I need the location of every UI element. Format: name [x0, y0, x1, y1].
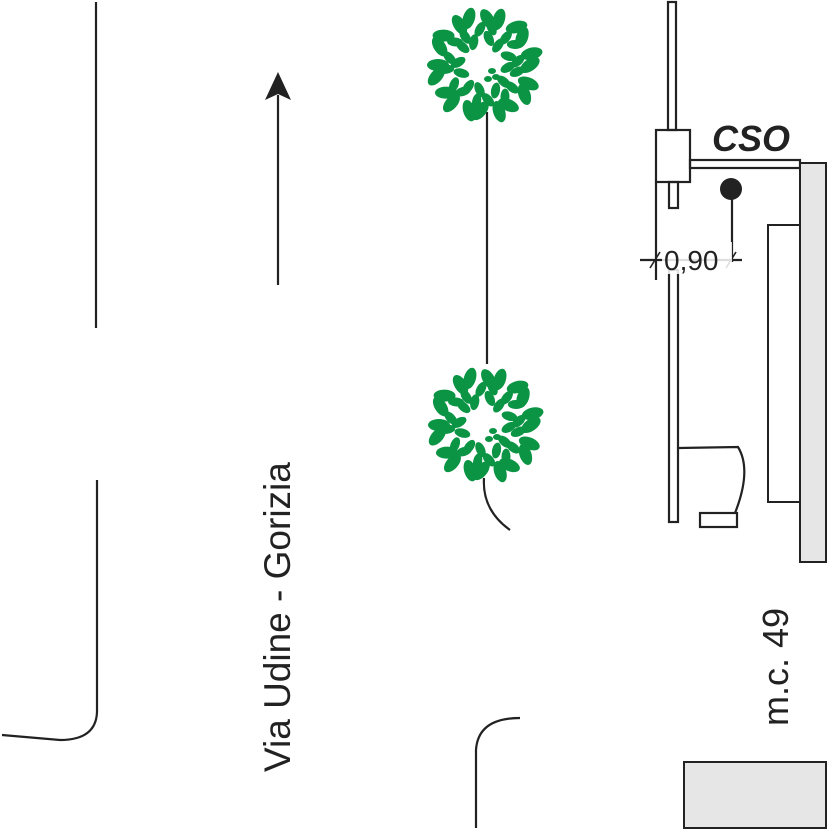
leaf	[442, 93, 460, 113]
leaf	[448, 77, 460, 93]
leaf	[484, 76, 492, 82]
leaf	[471, 93, 482, 110]
leaf	[520, 57, 540, 73]
leaf	[497, 75, 511, 89]
leaf	[485, 436, 493, 442]
leaf	[459, 29, 472, 44]
leaf	[432, 396, 449, 417]
leaf	[470, 394, 480, 411]
leaf	[451, 416, 467, 428]
building-wall-panel	[799, 162, 827, 563]
leaf	[520, 47, 543, 61]
leaf	[501, 411, 518, 422]
leaf	[506, 40, 523, 50]
leaf	[482, 453, 496, 467]
road-edge-lower	[1, 480, 99, 742]
leaf	[481, 93, 495, 107]
tree-base-curve	[482, 477, 511, 531]
leaf	[492, 8, 506, 30]
leaf	[471, 101, 489, 121]
leaf	[475, 442, 486, 458]
leaf	[492, 100, 506, 123]
leaf	[486, 20, 497, 36]
cabinet-box	[654, 128, 692, 184]
pole-stub	[667, 180, 680, 210]
small-box	[698, 511, 739, 529]
leaf	[498, 435, 512, 449]
leaf	[491, 442, 502, 459]
leaf	[463, 439, 476, 454]
dimension-label: 0,90	[664, 245, 719, 276]
leaf	[493, 434, 501, 440]
leaf	[460, 389, 473, 404]
cso-label: CSO	[712, 118, 790, 159]
leaf	[484, 390, 496, 406]
leaf	[509, 66, 525, 77]
leaf	[472, 453, 483, 470]
pole-upper	[666, 0, 678, 132]
tree-icon	[428, 367, 544, 483]
leaf	[500, 88, 510, 105]
leaf	[487, 380, 498, 396]
leaf	[501, 421, 517, 433]
sidewalk-curb	[474, 716, 521, 828]
leaf	[521, 417, 541, 433]
leaf	[474, 21, 486, 37]
leaf	[488, 68, 496, 74]
building-inner-rect	[767, 224, 801, 503]
leaf	[500, 51, 517, 62]
leaf	[439, 424, 456, 434]
leaf	[472, 461, 490, 481]
leaf	[493, 460, 507, 483]
leaf	[443, 453, 461, 473]
leaf	[474, 82, 485, 98]
house-number-label: m.c. 49	[755, 608, 796, 726]
leaf	[462, 7, 476, 30]
leaf	[432, 29, 455, 42]
leaf	[455, 40, 470, 54]
tree-icon	[427, 7, 543, 123]
leaf	[492, 38, 504, 53]
dimension-tick-left	[649, 251, 661, 269]
pole-lower	[667, 268, 680, 524]
leaf	[469, 34, 479, 51]
leaf	[431, 36, 448, 57]
leaf	[462, 79, 475, 94]
leaf	[483, 30, 495, 46]
leaf	[489, 428, 497, 434]
direction-arrow-head	[265, 72, 291, 100]
leaf	[438, 64, 455, 74]
cso-marker-dot	[720, 178, 742, 200]
leaf	[490, 82, 501, 99]
leaf	[463, 367, 477, 390]
leaf	[433, 389, 456, 402]
cable-curve	[678, 445, 746, 514]
leaf	[517, 83, 532, 105]
leaf	[449, 437, 461, 453]
leaf	[507, 400, 524, 410]
leaf	[518, 443, 533, 465]
leaf	[456, 400, 471, 414]
street-name-label: Via Udine - Gorizia	[257, 462, 298, 772]
leaf	[475, 381, 487, 397]
leaf	[454, 428, 471, 438]
leaf	[493, 398, 505, 413]
leaf	[521, 407, 544, 421]
leaf	[510, 426, 526, 437]
leaf	[453, 68, 470, 78]
wall-connector	[688, 158, 802, 170]
leaf	[500, 61, 516, 73]
building-bottom-block	[683, 761, 827, 829]
leaf	[493, 368, 507, 390]
leaf	[492, 74, 500, 80]
leaf	[501, 448, 511, 465]
leaf	[450, 56, 466, 68]
